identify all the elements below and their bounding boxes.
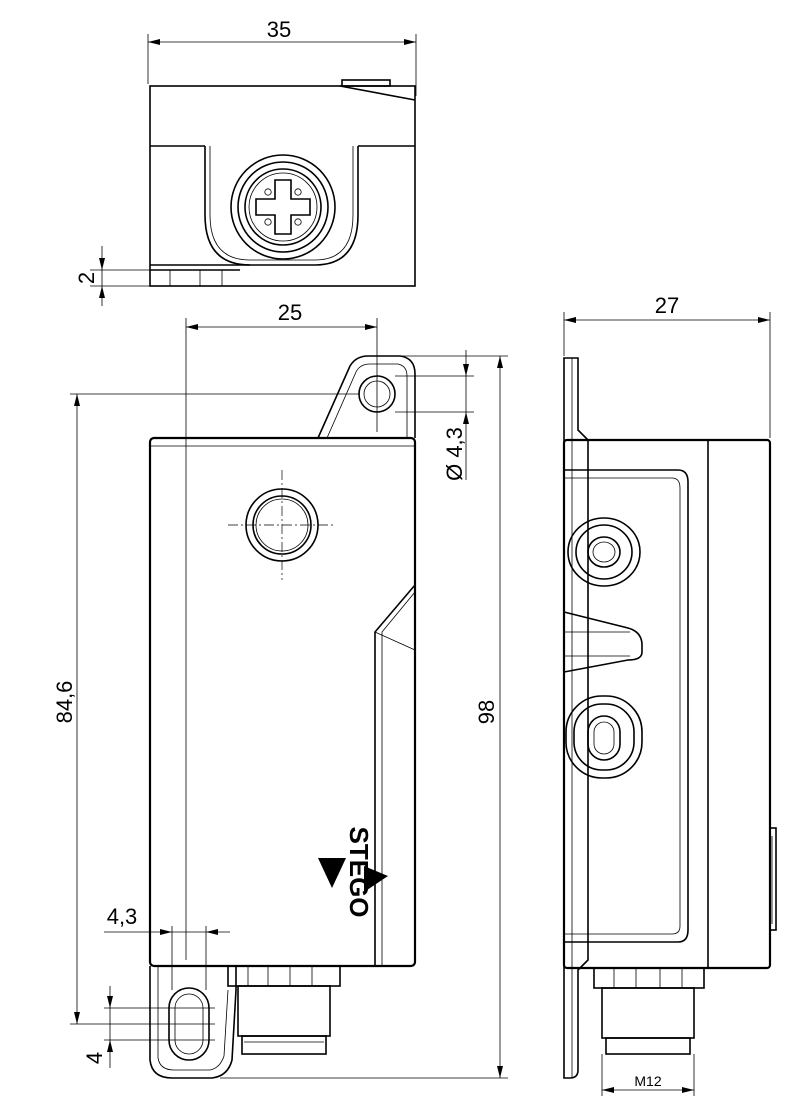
dim-top-width: 35 [147,17,417,96]
dim-top-height: 2 [74,246,150,306]
dim-slot-width: 4,3 [104,904,230,990]
dim-label-side-depth: 27 [655,293,679,318]
front-view [148,355,417,1079]
dim-label-total-height: 98 [474,700,499,724]
dim-label-thread: M12 [634,1073,661,1089]
dim-thread: M12 [601,1054,695,1096]
dim-front-hole-offset: 25 [185,300,378,960]
stego-logo: STEGO [318,826,388,918]
dim-label-front-hole-offset: 25 [278,300,302,325]
dim-label-top-width: 35 [267,17,291,42]
dim-side-depth: 27 [563,293,771,438]
dim-hole-pitch: 84,6 [52,393,360,1025]
top-view [149,79,416,287]
dim-total-height: 98 [220,355,508,1079]
dim-label-hole-pitch: 84,6 [52,681,77,724]
side-view [562,357,777,1079]
dim-label-slot-height: 4 [82,1052,107,1064]
dim-slot-height: 4 [82,986,215,1068]
dim-label-hole-diameter: Ø 4,3 [442,427,467,481]
logo-text: STEGO [344,826,374,917]
dim-label-slot-width: 4,3 [107,904,138,929]
dim-hole-diameter: Ø 4,3 [395,350,474,481]
dim-label-top-height: 2 [74,272,99,284]
